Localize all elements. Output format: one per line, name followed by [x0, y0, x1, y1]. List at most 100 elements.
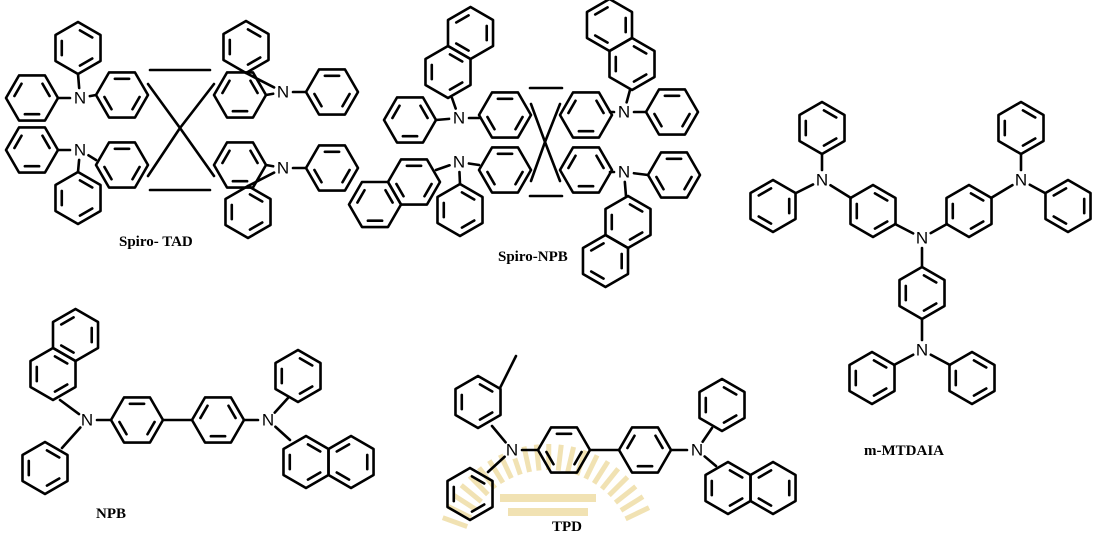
double-bond: [53, 383, 69, 393]
bond: [929, 353, 952, 367]
double-bond: [470, 475, 486, 485]
double-bond: [306, 471, 322, 481]
university-watermark: [441, 443, 651, 529]
double-bond: [78, 57, 94, 67]
benzene-ring: [212, 71, 268, 119]
nitrogen-mask: [503, 441, 521, 459]
ring-outline: [51, 307, 100, 363]
bond: [625, 88, 632, 104]
double-bond: [391, 104, 401, 120]
bond: [87, 153, 98, 162]
benzene-ring: [898, 265, 946, 321]
benzene-ring: [304, 68, 360, 116]
ring-outline: [327, 434, 375, 490]
double-bond: [567, 154, 577, 170]
nitrogen-mask: [913, 229, 931, 247]
ring-outline: [382, 96, 438, 144]
double-bond: [248, 221, 264, 231]
label-m-mtdata: m-MTDAIA: [864, 443, 944, 459]
benzene-ring: [94, 141, 150, 189]
naphthyl-group: [581, 194, 652, 289]
benzene-ring: [617, 426, 673, 474]
double-bond: [822, 109, 838, 119]
benzene-ring: [382, 96, 438, 144]
watermark-ray: [467, 474, 490, 497]
watermark-bar: [508, 508, 588, 516]
double-bond: [227, 404, 237, 420]
benzene-ring: [945, 183, 993, 239]
double-bond: [395, 182, 405, 198]
double-bond: [567, 99, 577, 115]
double-bond: [969, 220, 985, 230]
watermark-ray: [487, 459, 506, 485]
double-bond: [593, 6, 609, 16]
double-bond: [248, 193, 264, 203]
nitrogen-atom: N: [506, 441, 518, 460]
benzene-ring: [948, 350, 996, 406]
benzene-ring: [997, 100, 1045, 156]
double-bond: [448, 53, 464, 63]
ring-outline: [558, 146, 614, 194]
watermark-ray: [591, 460, 611, 485]
benzene-ring: [646, 151, 702, 199]
label-tpd: TPD: [552, 519, 582, 533]
double-bond: [589, 242, 605, 252]
ring-outline: [4, 74, 60, 122]
double-bond: [972, 387, 988, 397]
benzene-ring: [282, 434, 330, 490]
nitrogen-atom: N: [262, 411, 274, 430]
nitrogen-mask: [813, 171, 831, 189]
nitrogen-mask: [913, 341, 931, 359]
bond: [529, 102, 547, 144]
double-bond: [448, 81, 464, 91]
double-bond: [654, 434, 664, 450]
bond: [490, 424, 507, 444]
bond: [273, 396, 290, 414]
nitrogen-mask: [71, 89, 89, 107]
double-bond: [78, 179, 94, 189]
bond: [178, 82, 216, 130]
naphthyl-group: [704, 460, 797, 516]
bond: [893, 222, 915, 235]
benzene-ring: [454, 374, 502, 430]
benzene-ring: [327, 434, 375, 490]
double-bond: [1021, 137, 1037, 147]
bond: [146, 82, 182, 130]
benzene-ring: [51, 307, 100, 363]
bond: [60, 426, 82, 450]
benzene-ring: [704, 460, 752, 516]
naphthyl-group: [29, 307, 100, 402]
nitrogen-atom: N: [916, 229, 928, 248]
watermark-bar: [500, 494, 596, 502]
double-bond: [118, 420, 128, 436]
double-bond: [595, 99, 605, 115]
naphthyl-group: [585, 0, 656, 92]
double-bond: [822, 137, 838, 147]
ring-outline: [347, 180, 403, 229]
bond: [178, 126, 216, 178]
nitrogen-atom: N: [453, 153, 465, 172]
ring-outline: [585, 0, 634, 53]
double-bond: [249, 149, 259, 165]
nitrogen-mask: [78, 411, 96, 429]
bond: [529, 140, 547, 183]
bond: [264, 163, 275, 168]
double-bond: [681, 112, 691, 128]
double-bond: [626, 434, 636, 450]
bond: [246, 171, 276, 188]
bond: [486, 455, 506, 474]
bond: [244, 71, 276, 89]
double-bond: [873, 192, 889, 202]
double-bond: [632, 73, 648, 83]
ring-outline: [436, 182, 484, 238]
double-bond: [478, 411, 494, 421]
double-bond: [423, 182, 433, 198]
nitrogen-atom: N: [277, 83, 289, 102]
double-bond: [722, 386, 738, 396]
double-bond: [593, 34, 609, 44]
ring-outline: [558, 91, 614, 139]
